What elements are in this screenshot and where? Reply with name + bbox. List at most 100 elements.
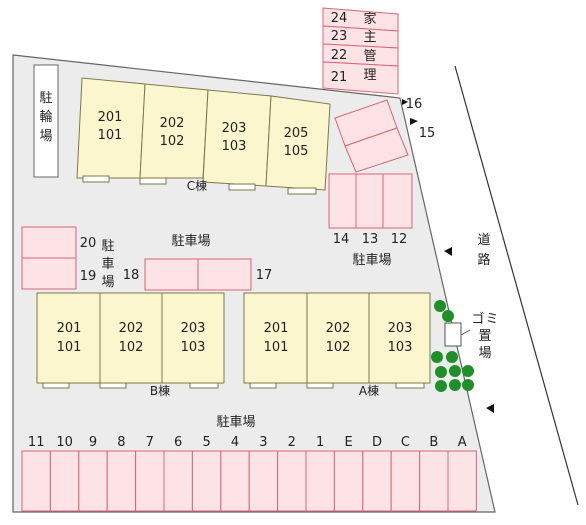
- svg-text:103: 103: [388, 340, 413, 355]
- building-b: [36, 292, 225, 389]
- parking-space-6: [163, 450, 193, 512]
- svg-text:路: 路: [477, 252, 490, 268]
- parking-space-5: [191, 450, 222, 512]
- parking-space-4: [220, 450, 250, 512]
- parking-space-C: [390, 450, 421, 512]
- parking-space-10: [49, 450, 80, 512]
- space-16-label: 16: [406, 97, 423, 112]
- svg-text:13: 13: [362, 232, 379, 247]
- parking-space-3: [248, 450, 279, 512]
- svg-text:12: 12: [391, 232, 408, 247]
- svg-text:202: 202: [160, 116, 185, 131]
- svg-text:家: 家: [363, 11, 376, 27]
- svg-text:203: 203: [181, 321, 206, 336]
- tilted-parking-markers: [402, 99, 418, 125]
- landlord-parking: [322, 7, 399, 95]
- svg-text:管: 管: [363, 49, 376, 64]
- svg-text:101: 101: [57, 340, 82, 355]
- bike-parking: [33, 64, 59, 178]
- svg-text:203: 203: [388, 321, 413, 336]
- parking-space-label-A: A: [458, 435, 467, 450]
- building-c: [76, 77, 331, 195]
- svg-text:24: 24: [331, 11, 348, 26]
- parking-space-2: [277, 450, 307, 512]
- parking-space-label-8: 8: [117, 435, 125, 450]
- garbage-station: [444, 322, 462, 347]
- building-b-label: B棟: [150, 383, 170, 398]
- svg-text:道: 道: [477, 233, 490, 248]
- road-edge-line: [454, 65, 579, 506]
- svg-text:場: 場: [39, 129, 52, 144]
- svg-text:駐: 駐: [101, 239, 114, 254]
- parking-space-label-E: E: [344, 435, 352, 450]
- garbage-label: ゴ ミ 置 場: [471, 311, 498, 361]
- svg-text:201: 201: [57, 321, 82, 336]
- right-parking-numbers: 14 13 12: [333, 232, 408, 247]
- svg-text:103: 103: [181, 340, 206, 355]
- svg-text:ゴ: ゴ: [471, 311, 484, 327]
- svg-text:主: 主: [363, 30, 376, 45]
- svg-text:102: 102: [326, 340, 351, 355]
- space-17-label: 17: [256, 268, 273, 283]
- parking-space-label-10: 10: [56, 435, 73, 450]
- svg-text:理: 理: [363, 68, 376, 83]
- parking-space-label-4: 4: [231, 435, 239, 450]
- parking-space-9: [78, 450, 108, 512]
- svg-text:22: 22: [331, 48, 348, 63]
- svg-text:23: 23: [331, 29, 348, 44]
- parking-space-label-7: 7: [146, 435, 154, 450]
- svg-text:輪: 輪: [39, 109, 52, 125]
- tilted-parking: [334, 99, 409, 173]
- svg-text:102: 102: [119, 340, 144, 355]
- building-c-units-text: 201 101 202 102 203 103 205 105: [98, 110, 309, 159]
- building-b-units-text: 201 101 202 102 203 103: [57, 321, 206, 355]
- middle-parking: [144, 258, 252, 291]
- parking-label-left: 駐 車 場: [101, 239, 114, 290]
- parking-space-label-11: 11: [28, 435, 45, 450]
- parking-space-label-2: 2: [288, 435, 296, 450]
- right-parking-row: [328, 173, 413, 229]
- parking-space-11: [21, 450, 51, 512]
- svg-text:ミ: ミ: [485, 312, 498, 327]
- parking-space-1: [305, 450, 335, 512]
- parking-space-label-9: 9: [89, 435, 97, 450]
- parking-space-B: [419, 450, 449, 512]
- left-parking-stack: [21, 226, 77, 290]
- parking-space-label-5: 5: [202, 435, 210, 450]
- landlord-parking-numbers: 24 23 22 21: [331, 11, 348, 85]
- space-19-label: 19: [80, 269, 97, 284]
- parking-label-center: 駐車場: [171, 234, 210, 249]
- c-unit-2: [139, 83, 209, 179]
- c-unit-4: [265, 95, 331, 191]
- parking-space-label-D: D: [372, 435, 382, 450]
- svg-text:203: 203: [222, 121, 247, 136]
- svg-text:14: 14: [333, 232, 350, 247]
- building-a: [243, 292, 431, 389]
- svg-text:場: 場: [478, 346, 491, 361]
- bottom-parking-row: [21, 450, 477, 512]
- svg-text:202: 202: [326, 321, 351, 336]
- svg-text:105: 105: [284, 144, 309, 159]
- svg-text:102: 102: [160, 134, 185, 149]
- road-markers: [444, 247, 494, 413]
- c-unit-3: [202, 89, 272, 187]
- parking-space-label-1: 1: [316, 435, 324, 450]
- svg-text:101: 101: [98, 128, 123, 143]
- svg-text:202: 202: [119, 321, 144, 336]
- parking-space-label-6: 6: [174, 435, 182, 450]
- landlord-label: 家 主 管 理: [363, 11, 376, 83]
- svg-text:車: 車: [101, 257, 114, 272]
- parking-space-label-B: B: [429, 435, 438, 450]
- svg-text:駐: 駐: [39, 91, 52, 106]
- space-18-label: 18: [123, 268, 140, 283]
- space-15-label: 15: [419, 126, 436, 141]
- parking-space-D: [362, 450, 392, 512]
- space-20-label: 20: [80, 236, 97, 251]
- building-c-label: C棟: [187, 178, 207, 193]
- svg-text:置: 置: [478, 329, 491, 344]
- tree-icons: [431, 300, 474, 392]
- svg-text:場: 場: [101, 275, 114, 290]
- bike-parking-label: 駐 輪 場: [39, 91, 52, 144]
